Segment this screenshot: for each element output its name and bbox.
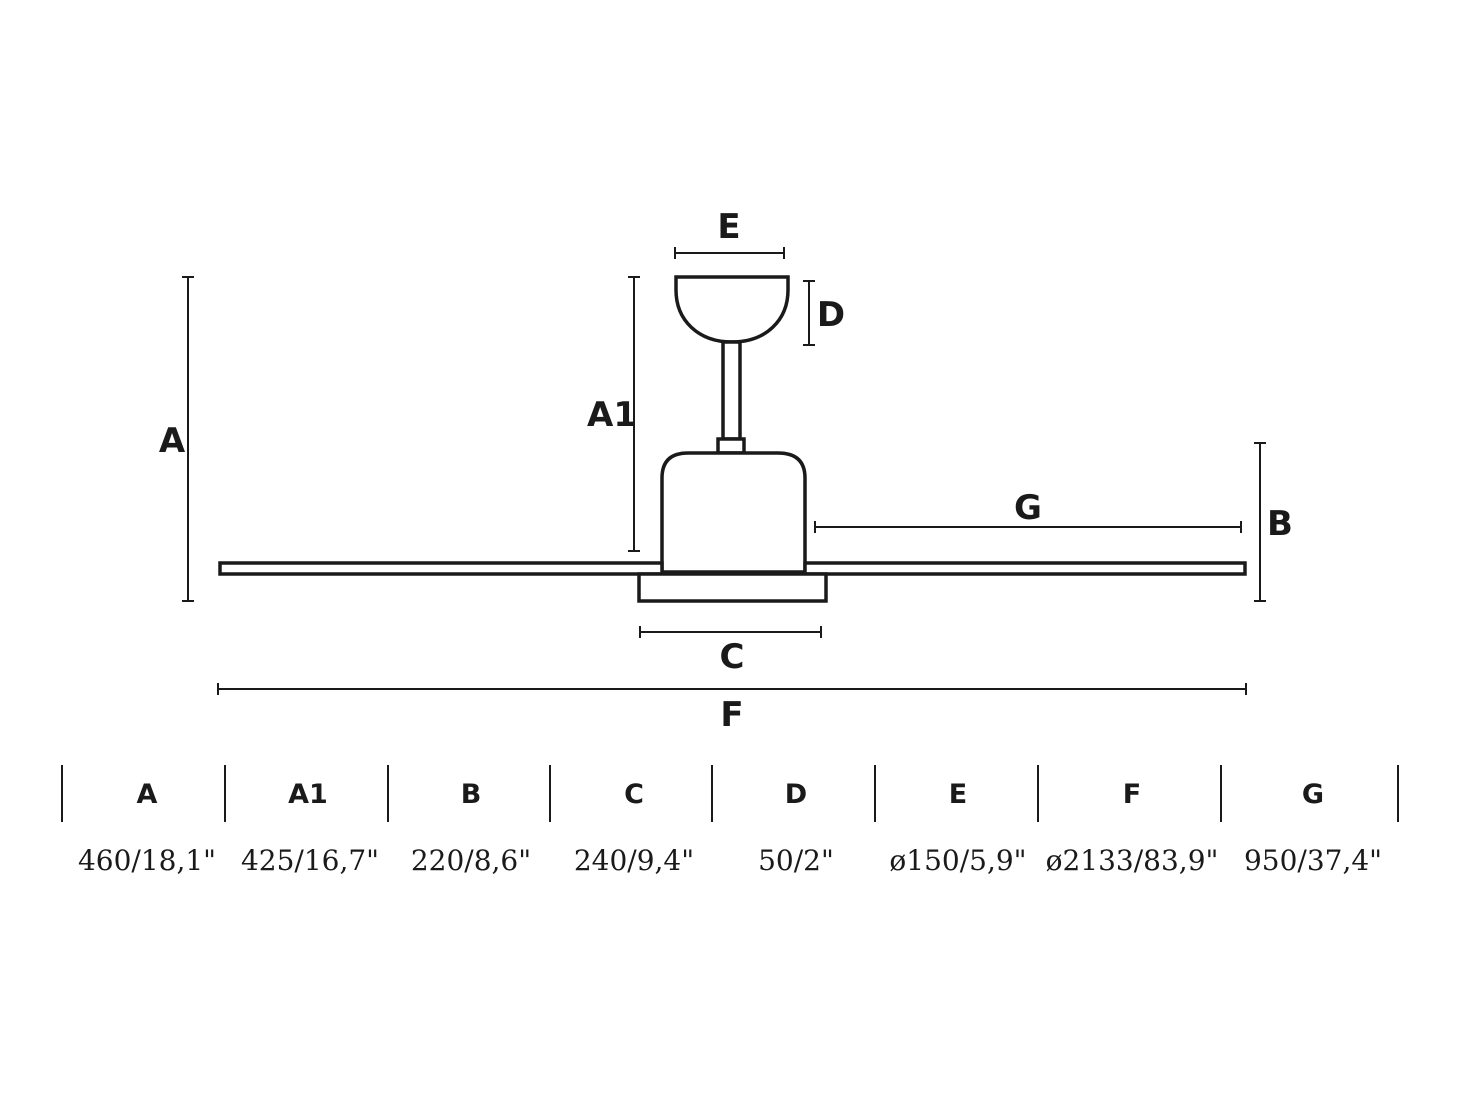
dimension-c: C xyxy=(639,626,822,677)
blade-left xyxy=(218,561,664,576)
table-value-cell: 220/8,6" xyxy=(411,844,531,877)
table-value-cell: 950/37,4" xyxy=(1244,844,1382,877)
label-f: F xyxy=(720,695,743,735)
label-a: A xyxy=(159,421,186,461)
label-g: G xyxy=(1014,488,1042,528)
table-header-cell: A xyxy=(137,779,158,810)
table-header-cell: G xyxy=(1302,779,1324,810)
dimension-d: D xyxy=(803,280,845,346)
ceiling-fan-outline xyxy=(218,275,1247,603)
table-value-cell: ø2133/83,9" xyxy=(1046,844,1219,877)
label-b: B xyxy=(1267,504,1293,544)
dimension-b: B xyxy=(1254,442,1293,602)
table-header-cell: E xyxy=(949,779,967,810)
table-header-cell: A1 xyxy=(288,779,328,810)
label-d: D xyxy=(817,295,845,335)
table-header-cell: F xyxy=(1123,779,1141,810)
dimensions-table: A A1 B C D E F G 460/18,1" 425/16,7" 220… xyxy=(61,765,1399,877)
ceiling-canopy xyxy=(674,275,790,344)
bottom-cap xyxy=(637,572,828,603)
downrod-coupler xyxy=(716,437,746,455)
blade-right xyxy=(803,561,1247,576)
dimension-g: G xyxy=(814,488,1242,533)
dimension-a1: A1 xyxy=(587,276,640,552)
table-value-cell: 50/2" xyxy=(758,844,834,877)
table-header-cell: B xyxy=(461,779,482,810)
table-value-cell: 460/18,1" xyxy=(78,844,216,877)
table-header-cell: D xyxy=(785,779,807,810)
dimension-f: F xyxy=(217,683,1247,735)
label-a1: A1 xyxy=(587,395,637,435)
table-value-cell: 240/9,4" xyxy=(574,844,694,877)
dimension-e: E xyxy=(674,207,785,259)
table-header-cell: C xyxy=(624,779,644,810)
label-c: C xyxy=(720,637,745,677)
label-e: E xyxy=(717,207,740,247)
table-value-cell: 425/16,7" xyxy=(241,844,379,877)
table-value-cell: ø150/5,9" xyxy=(889,844,1026,877)
motor-housing xyxy=(660,451,807,574)
downrod xyxy=(721,340,742,441)
dimension-a: A xyxy=(159,276,194,602)
